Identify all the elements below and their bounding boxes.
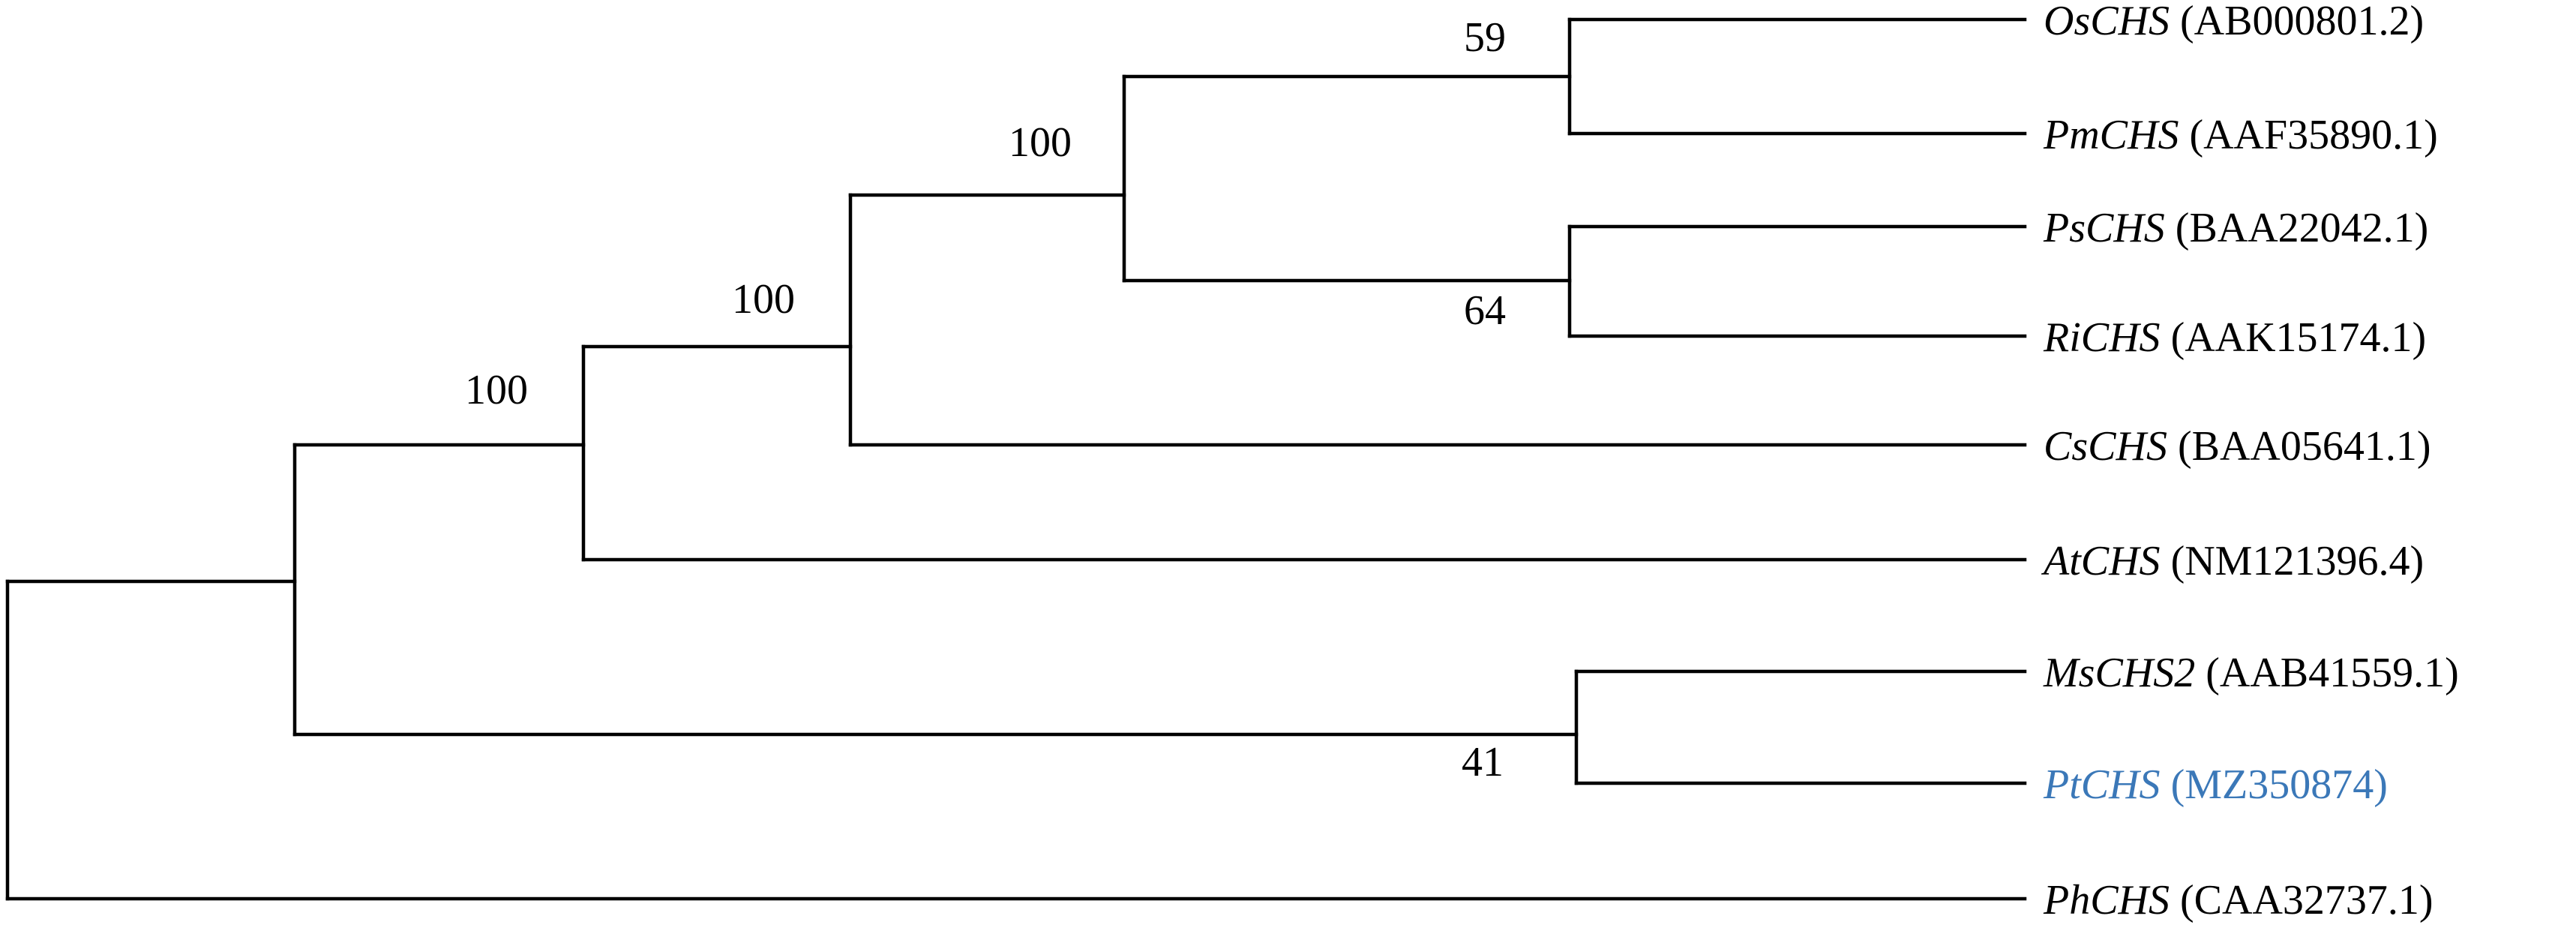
taxon-label-pt: PtCHS (MZ350874) <box>2043 761 2388 808</box>
taxon-name-os: OsCHS <box>2044 0 2170 44</box>
taxon-name-at: AtCHS <box>2041 538 2161 584</box>
taxon-accession-os: (AB000801.2) <box>2170 0 2424 44</box>
taxon-label-cs: CsCHS (BAA05641.1) <box>2044 423 2431 470</box>
taxon-accession-pt: (MZ350874) <box>2161 761 2388 808</box>
bootstrap-labels: 59 64 100 100 100 41 <box>465 14 1506 785</box>
bootstrap-ms-pt: 41 <box>1462 739 1504 785</box>
taxon-accession-pm: (AAF35890.1) <box>2179 112 2437 158</box>
taxon-name-pm: PmCHS <box>2043 112 2179 158</box>
taxon-label-pm: PmCHS (AAF35890.1) <box>2043 112 2438 158</box>
taxon-accession-at: (NM121396.4) <box>2161 538 2425 584</box>
taxon-label-at: AtCHS (NM121396.4) <box>2041 538 2424 584</box>
bootstrap-ps-ri: 64 <box>1464 287 1506 334</box>
bootstrap-os-cs: 100 <box>732 276 795 323</box>
taxon-name-ps: PsCHS <box>2043 205 2165 251</box>
taxon-name-ri: RiCHS <box>2043 314 2161 361</box>
taxon-name-ph: PhCHS <box>2043 877 2170 923</box>
bootstrap-os-ri: 100 <box>1009 119 1072 166</box>
taxon-label-ph: PhCHS (CAA32737.1) <box>2043 877 2434 923</box>
taxon-label-ps: PsCHS (BAA22042.1) <box>2043 205 2428 251</box>
taxon-name-pt: PtCHS <box>2043 761 2161 808</box>
taxon-accession-cs: (BAA05641.1) <box>2167 423 2431 470</box>
bootstrap-os-at: 100 <box>465 367 528 413</box>
taxon-accession-ri: (AAK15174.1) <box>2161 314 2427 361</box>
taxon-accession-ph: (CAA32737.1) <box>2170 877 2434 923</box>
bootstrap-os-pm: 59 <box>1464 14 1506 61</box>
taxon-accession-ms: (AAB41559.1) <box>2195 650 2459 696</box>
taxon-label-os: OsCHS (AB000801.2) <box>2044 0 2424 44</box>
taxon-name-ms: MsCHS2 <box>2043 650 2195 696</box>
taxon-label-ri: RiCHS (AAK15174.1) <box>2043 314 2426 361</box>
taxon-name-cs: CsCHS <box>2044 423 2167 470</box>
taxon-labels: OsCHS (AB000801.2) PmCHS (AAF35890.1) PsCH… <box>2041 0 2459 923</box>
taxon-label-ms: MsCHS2 (AAB41559.1) <box>2043 650 2459 696</box>
taxon-accession-ps: (BAA22042.1) <box>2165 205 2429 251</box>
tree-branches <box>5 17 2027 901</box>
